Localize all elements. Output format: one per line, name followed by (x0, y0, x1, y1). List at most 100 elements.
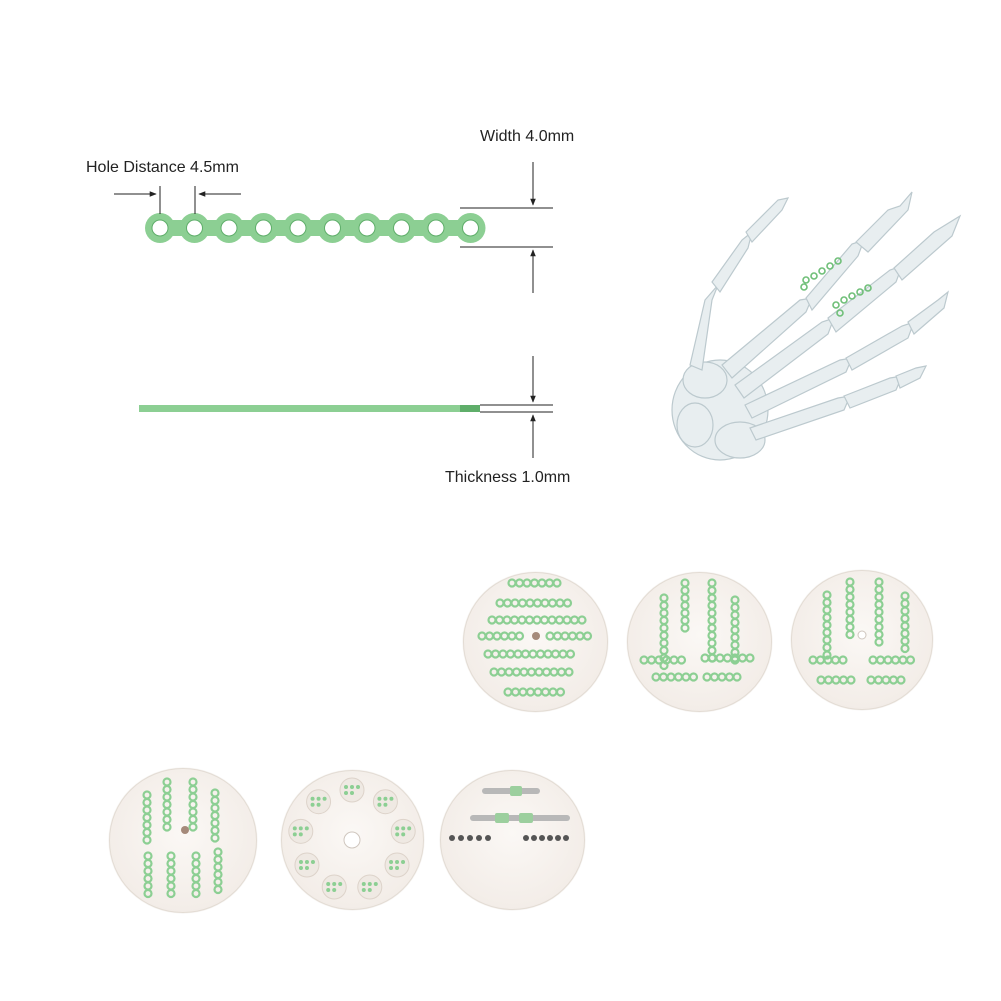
implant-hole (639, 655, 649, 665)
screw-well (390, 818, 416, 844)
implant-hole (142, 827, 152, 838)
implant-hole (549, 667, 559, 677)
implant-hole (707, 623, 717, 633)
implant-hole (845, 622, 855, 632)
implant-hole (522, 578, 532, 588)
plate-hole (186, 219, 203, 237)
implant-hole (533, 687, 543, 697)
implant-hole (666, 672, 676, 682)
implant-hole (730, 617, 740, 628)
implant-hole (143, 866, 153, 876)
implant-hole (517, 598, 528, 608)
implant-hole (513, 649, 523, 659)
drill-grip (495, 813, 509, 823)
implant-hole (822, 605, 832, 615)
instrument-slot (539, 835, 545, 841)
implant-hole (659, 593, 669, 603)
implant-hole (213, 877, 223, 887)
implant-hole (730, 595, 740, 605)
plate-hole (220, 219, 238, 237)
implant-hole (730, 632, 740, 643)
screw-well (339, 777, 365, 803)
implant-hole (213, 847, 223, 857)
implant-hole (845, 577, 855, 587)
implant-hole (496, 667, 507, 677)
implant-hole (490, 649, 501, 659)
implant-hole (510, 598, 520, 608)
implant-hole (868, 655, 878, 665)
implant-hole (560, 631, 570, 641)
implant-hole (525, 598, 535, 608)
implant-hole (896, 675, 906, 685)
implant-hole (162, 792, 172, 802)
screw (316, 802, 321, 807)
tray-peg (532, 632, 540, 640)
screw (383, 802, 388, 807)
implant-hole (514, 578, 525, 588)
implant-hole (540, 598, 550, 608)
screw (298, 832, 303, 837)
tray-peg (181, 826, 189, 834)
implant-hole (210, 818, 220, 828)
screw (401, 826, 406, 831)
implant-hole (514, 631, 525, 641)
implant-hole (874, 599, 884, 610)
screw (292, 826, 297, 831)
implant-hole (709, 672, 720, 682)
tray-peg (857, 630, 867, 640)
implant-hole (680, 600, 690, 611)
implant-hole (900, 621, 910, 631)
implant-hole (552, 578, 562, 588)
implant-hole (646, 655, 657, 665)
implant-hole (166, 888, 176, 899)
implant-hole (525, 687, 536, 697)
plate-hole (324, 219, 341, 237)
implant-hole (191, 866, 201, 876)
implant-hole (707, 615, 717, 626)
implant-hole (191, 881, 201, 891)
implant-hole (846, 675, 856, 685)
screw (367, 881, 372, 886)
implant-hole (822, 590, 832, 600)
screw (401, 832, 406, 837)
implant-hole (680, 593, 690, 603)
implant-hole (166, 866, 176, 876)
implant-hole (575, 631, 585, 641)
implant-hole (143, 881, 153, 891)
screw (389, 866, 394, 870)
implant-hole (659, 600, 669, 611)
screw (304, 866, 309, 870)
screw (361, 887, 366, 892)
implant-hole (732, 672, 742, 682)
screw (395, 832, 400, 837)
screw (322, 796, 327, 801)
plate-hole (427, 219, 445, 237)
implant-hole (874, 622, 884, 632)
implant-hole (505, 649, 516, 659)
hole-distance-dimension (114, 186, 241, 214)
implant-hole (162, 799, 172, 810)
implant-hole (550, 649, 561, 659)
implant-hole (700, 653, 710, 663)
implant-hole (707, 608, 717, 618)
implant-hole (866, 675, 876, 685)
implant-hole (845, 599, 855, 610)
implant-hole (659, 623, 669, 633)
implant-hole (815, 655, 826, 665)
thickness-dimension (480, 356, 553, 458)
screw-well (372, 789, 398, 815)
screw (361, 881, 366, 886)
implant-hole (210, 803, 220, 813)
implant-hole (730, 610, 740, 620)
implant-hole (552, 631, 563, 641)
implant-hole (532, 615, 542, 625)
implant-tray-t-plates (627, 572, 772, 712)
implant-hole (532, 598, 543, 608)
implant-hole (210, 795, 220, 806)
implant-hole (499, 631, 510, 641)
implant-hole (555, 598, 565, 608)
implant-hole (717, 672, 727, 682)
implant-hole (543, 649, 553, 659)
